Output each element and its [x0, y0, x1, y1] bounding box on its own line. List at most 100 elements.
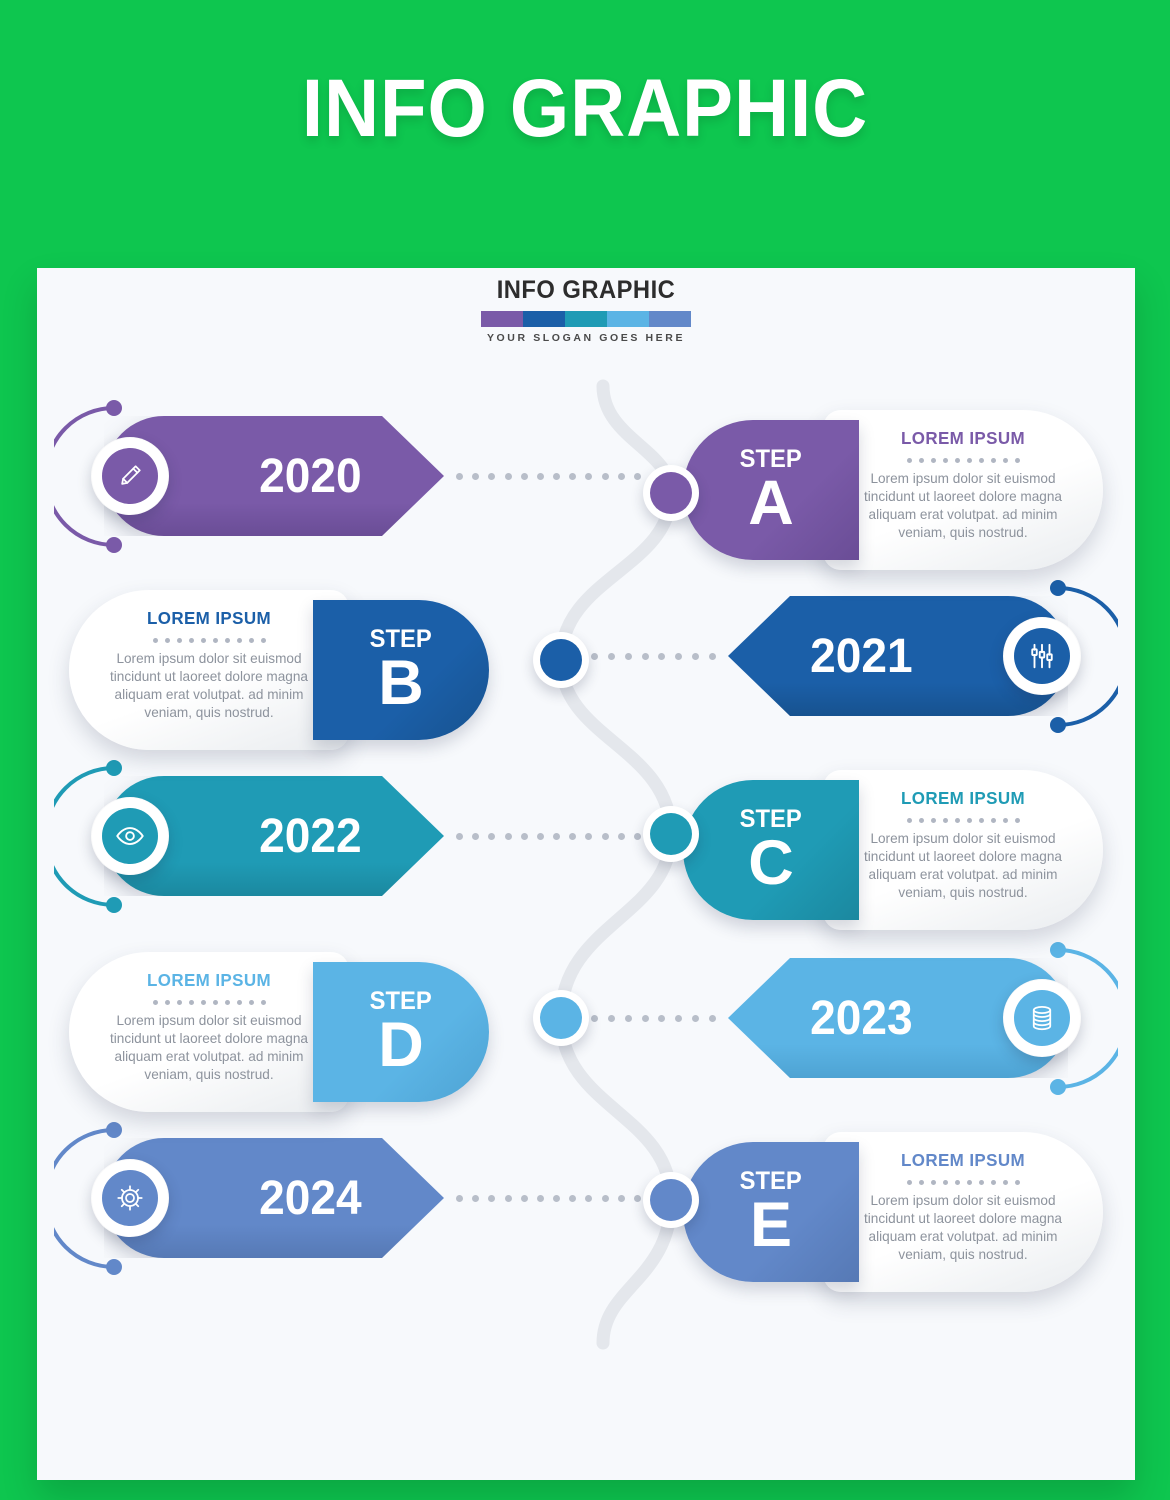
dot [942, 1180, 948, 1185]
dot [990, 458, 996, 463]
card-dot-divider [849, 818, 1077, 823]
dot [978, 458, 984, 463]
card-dot-divider [849, 1180, 1077, 1185]
dot [906, 818, 912, 823]
dot [248, 1000, 254, 1005]
dot [978, 818, 984, 823]
card-title: LOREM IPSUM [900, 1150, 1026, 1170]
dot [212, 1000, 218, 1005]
logo-bar-segment-1 [481, 311, 523, 327]
dot [456, 1195, 463, 1202]
dot [591, 653, 598, 660]
dotted-connector-2023 [591, 1015, 716, 1022]
decorative-arc [54, 1122, 122, 1275]
timeline-node-2023[interactable] [533, 990, 589, 1046]
step-block-B[interactable]: STEP B LOREM IPSUM Lorem ipsum dolor sit… [69, 590, 489, 750]
year-block-2023[interactable]: 2023 [706, 942, 1118, 1095]
dot [633, 1195, 641, 1202]
year-icon-badge-2020[interactable] [91, 437, 169, 515]
step-block-A[interactable]: STEP A LOREM IPSUM Lorem ipsum dolor sit… [683, 410, 1103, 570]
step-tab-D[interactable]: STEP D [313, 962, 489, 1102]
dot [188, 1000, 194, 1005]
step-tab-C[interactable]: STEP C [683, 780, 859, 920]
node-dot [650, 1179, 692, 1221]
year-block-2020[interactable]: 2020 [54, 400, 466, 553]
dot [617, 473, 625, 480]
dot [1014, 1180, 1020, 1185]
dot [553, 833, 561, 840]
dot [658, 1015, 666, 1022]
dot [585, 473, 593, 480]
dot [906, 1180, 912, 1185]
node-dot [650, 813, 692, 855]
dot [569, 473, 577, 480]
dot [536, 473, 544, 480]
decorative-arc [54, 400, 122, 553]
dot [966, 1180, 972, 1185]
dot [152, 638, 158, 643]
step-word: STEP [739, 1166, 803, 1195]
step-word: STEP [739, 804, 803, 833]
year-label: 2022 [259, 809, 362, 863]
dot [918, 1180, 924, 1185]
step-tab-A[interactable]: STEP A [683, 420, 859, 560]
node-dot [650, 472, 692, 514]
dot [224, 1000, 230, 1005]
dot [954, 1180, 960, 1185]
timeline-node-2021[interactable] [533, 632, 589, 688]
logo-color-bar [481, 311, 691, 327]
year-icon-badge-2023[interactable] [1003, 979, 1081, 1057]
timeline-row-2024: 2024 STEP E LOREM IPSUM Lorem ipsum dolo… [37, 1120, 1135, 1300]
step-card-E: LOREM IPSUM Lorem ipsum dolor sit euismo… [823, 1132, 1103, 1292]
dot [930, 1180, 936, 1185]
year-block-2022[interactable]: 2022 [54, 760, 466, 913]
step-tab-B[interactable]: STEP B [313, 600, 489, 740]
timeline-row-2023: 2023 STEP D LOREM IPSUM Lorem ipsum dolo… [37, 940, 1135, 1120]
timeline-node-2024[interactable] [643, 1172, 699, 1228]
dot [536, 1195, 544, 1202]
step-block-D[interactable]: STEP D LOREM IPSUM Lorem ipsum dolor sit… [69, 952, 489, 1112]
logo-bar-segment-4 [607, 311, 649, 327]
logo-bar-segment-5 [649, 311, 691, 327]
card-body: Lorem ipsum dolor sit euismod tincidunt … [110, 1013, 308, 1083]
step-letter: B [378, 647, 424, 718]
dot [942, 818, 948, 823]
dot [607, 653, 615, 660]
step-word: STEP [739, 444, 803, 473]
year-block-2021[interactable]: 2021 [706, 580, 1118, 733]
dot [708, 1015, 716, 1022]
step-block-C[interactable]: STEP C LOREM IPSUM Lorem ipsum dolor sit… [683, 770, 1103, 930]
dot [569, 1195, 577, 1202]
dot [601, 833, 609, 840]
timeline-node-2020[interactable] [643, 465, 699, 521]
dot [692, 653, 700, 660]
step-word: STEP [369, 624, 433, 653]
step-block-E[interactable]: STEP E LOREM IPSUM Lorem ipsum dolor sit… [683, 1132, 1103, 1292]
timeline-node-2022[interactable] [643, 806, 699, 862]
dot [488, 473, 496, 480]
dot [918, 818, 924, 823]
dot [624, 1015, 632, 1022]
dot [906, 458, 912, 463]
dot [633, 833, 641, 840]
dot [990, 818, 996, 823]
card-title: LOREM IPSUM [900, 428, 1026, 448]
year-icon-badge-2021[interactable] [1003, 617, 1081, 695]
year-icon-badge-2024[interactable] [91, 1159, 169, 1237]
dot [617, 833, 625, 840]
logo-bar-segment-2 [523, 311, 565, 327]
year-icon-badge-2022[interactable] [91, 797, 169, 875]
dot [536, 833, 544, 840]
logo-title: INFO GRAPHIC [496, 276, 676, 304]
year-block-2024[interactable]: 2024 [54, 1122, 466, 1275]
dotted-connector-2021 [591, 653, 716, 660]
dot [675, 1015, 683, 1022]
dot [954, 818, 960, 823]
logo-slogan: YOUR SLOGAN GOES HERE [486, 332, 686, 344]
dot [164, 638, 170, 643]
step-letter: C [748, 827, 794, 898]
dotted-connector-2022 [456, 833, 641, 840]
step-tab-E[interactable]: STEP E [683, 1142, 859, 1282]
dot [200, 638, 206, 643]
